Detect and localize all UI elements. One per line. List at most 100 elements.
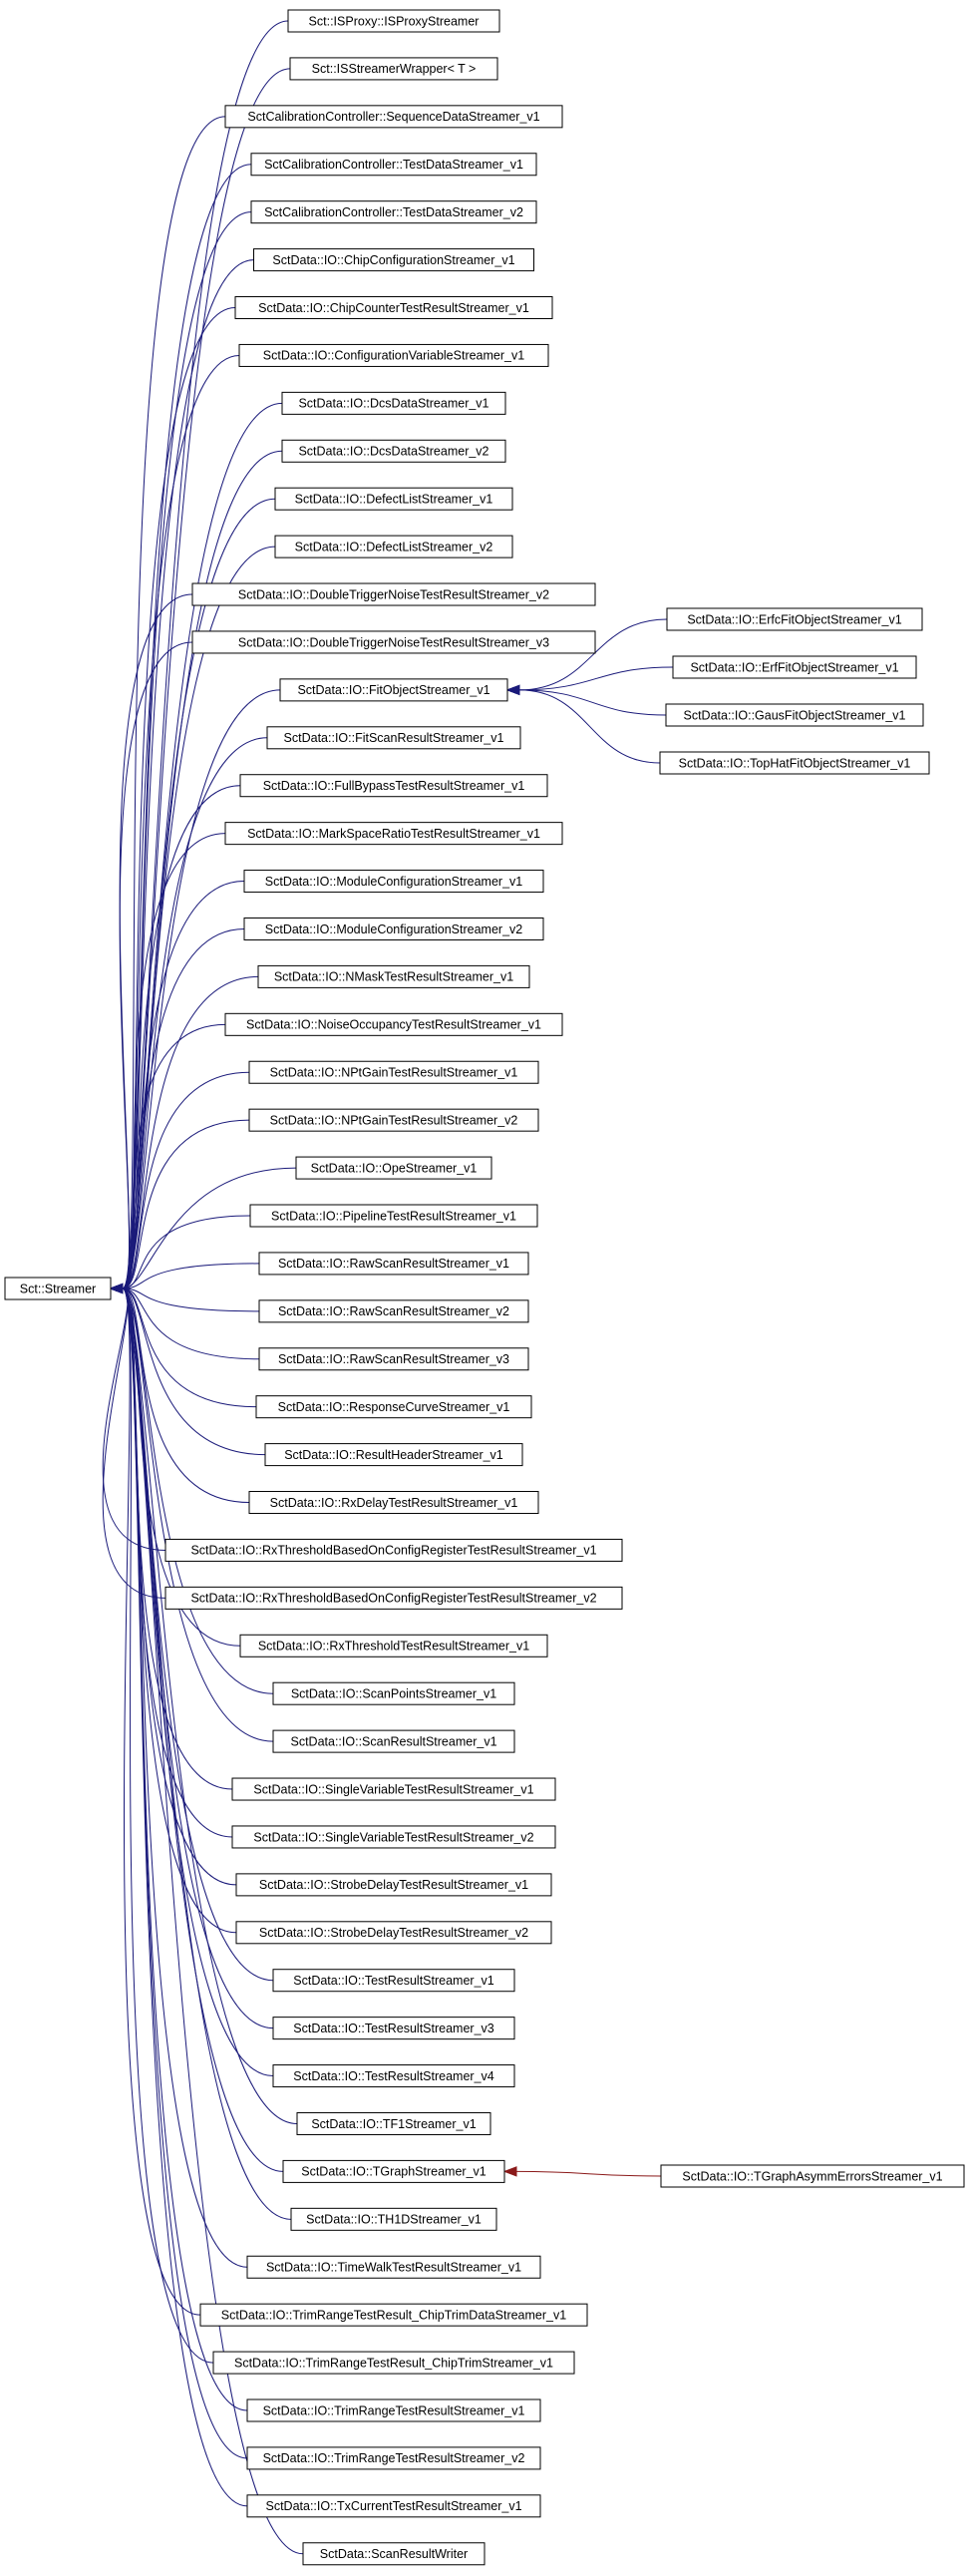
class-node[interactable]: SctData::IO::NoiseOccupancyTestResultStr… [224,1012,563,1036]
class-node[interactable]: SctData::IO::TestResultStreamer_v4 [272,2064,515,2088]
class-box [665,703,924,727]
class-node[interactable]: SctData::IO::ResultHeaderStreamer_v1 [264,1443,523,1467]
class-node[interactable]: SctData::IO::ConfigurationVariableStream… [238,343,549,367]
class-label: SctData::IO::RawScanResultStreamer_v2 [278,1304,509,1318]
class-box [295,1156,492,1180]
class-box [235,1873,552,1897]
class-label: SctData::IO::SingleVariableTestResultStr… [253,1782,533,1796]
class-label: SctData::IO::RxThresholdBasedOnConfigReg… [190,1592,596,1606]
class-node[interactable]: SctData::IO::NPtGainTestResultStreamer_v… [248,1060,539,1084]
inheritance-edge [122,1288,248,2268]
class-node[interactable]: SctData::IO::FullBypassTestResultStreame… [239,774,548,798]
class-node[interactable]: SctData::IO::OpeStreamer_v1 [295,1156,492,1180]
class-label: SctData::IO::ChipCounterTestResultStream… [258,301,529,315]
class-node[interactable]: SctData::IO::RawScanResultStreamer_v1 [258,1252,529,1276]
class-node[interactable]: SctData::IO::ChipCounterTestResultStream… [234,296,553,320]
class-node[interactable]: SctData::IO::DefectListStreamer_v2 [274,535,513,558]
class-label: SctData::IO::MarkSpaceRatioTestResultStr… [247,827,540,841]
class-node[interactable]: SctData::IO::ChipConfigurationStreamer_v… [253,248,534,272]
class-node[interactable]: SctData::IO::TxCurrentTestResultStreamer… [246,2494,541,2518]
class-node[interactable]: SctData::IO::RawScanResultStreamer_v2 [258,1299,529,1323]
class-node[interactable]: SctData::IO::TestResultStreamer_v1 [272,1969,515,1993]
class-node[interactable]: SctData::IO::TGraphStreamer_v1 [282,2159,505,2183]
class-node[interactable]: SctData::IO::ModuleConfigurationStreamer… [243,870,544,894]
class-label: SctData::IO::OpeStreamer_v1 [311,1161,478,1175]
class-node[interactable]: SctData::IO::TrimRangeTestResultStreamer… [246,2398,541,2422]
class-node[interactable]: SctData::IO::ModuleConfigurationStreamer… [243,917,544,940]
class-label: SctData::IO::TrimRangeTestResultStreamer… [263,2403,525,2417]
class-node[interactable]: SctData::IO::SingleVariableTestResultStr… [231,1777,556,1801]
class-label: SctData::IO::RxThresholdBasedOnConfigReg… [190,1544,596,1558]
class-node[interactable]: SctData::IO::DcsDataStreamer_v2 [281,439,506,463]
class-node[interactable]: SctData::IO::PipelineTestResultStreamer_… [249,1204,538,1228]
inheritance-edge [122,1263,260,1289]
class-node[interactable]: SctData::IO::RxThresholdBasedOnConfigReg… [164,1586,623,1610]
class-label: SctData::IO::TestResultStreamer_v1 [293,1974,494,1988]
class-node[interactable]: SctData::IO::GausFitObjectStreamer_v1 [665,703,924,727]
class-box [272,2017,515,2040]
inheritance-edge [122,1288,298,2124]
class-node[interactable]: SctData::IO::TrimRangeTestResult_ChipTri… [199,2303,588,2327]
class-node[interactable]: SctData::IO::MarkSpaceRatioTestResultStr… [224,822,563,846]
class-node[interactable]: SctData::IO::DoubleTriggerNoiseTestResul… [191,630,596,654]
class-node[interactable]: SctData::IO::StrobeDelayTestResultStream… [235,1921,552,1945]
class-node[interactable]: SctData::IO::DefectListStreamer_v1 [274,487,513,511]
class-node[interactable]: SctData::IO::RxDelayTestResultStreamer_v… [248,1491,539,1515]
class-box [666,607,923,631]
class-box [257,964,530,988]
class-node[interactable]: SctData::ScanResultWriter [302,2542,486,2566]
class-node[interactable]: SctData::IO::TopHatFitObjectStreamer_v1 [659,751,930,775]
class-label: SctData::IO::DoubleTriggerNoiseTestResul… [238,635,549,649]
class-box [164,1586,623,1610]
class-node[interactable]: SctData::IO::ErfcFitObjectStreamer_v1 [666,607,923,631]
class-box [246,2494,541,2518]
class-box [243,917,544,940]
class-node[interactable]: SctData::IO::ResponseCurveStreamer_v1 [255,1395,532,1419]
edges-layer [102,20,674,2555]
class-node[interactable]: SctData::IO::DoubleTriggerNoiseTestResul… [191,582,596,606]
class-node[interactable]: Sct::ISProxy::ISProxyStreamer [287,9,500,33]
class-node[interactable]: SctData::IO::RxThresholdBasedOnConfigReg… [164,1538,623,1562]
class-node[interactable]: SctData::IO::TrimRangeTestResult_ChipTri… [212,2351,575,2375]
class-label: SctData::ScanResultWriter [320,2547,468,2561]
class-label: SctData::IO::RawScanResultStreamer_v1 [278,1257,509,1271]
class-node[interactable]: SctData::IO::RawScanResultStreamer_v3 [258,1347,529,1371]
inheritance-edge [122,1023,226,1289]
class-node[interactable]: SctData::IO::ErfFitObjectStreamer_v1 [672,655,917,679]
class-node[interactable]: SctData::IO::TimeWalkTestResultStreamer_… [246,2255,541,2279]
class-box [258,1347,529,1371]
class-node[interactable]: SctData::IO::TrimRangeTestResultStreamer… [246,2446,541,2470]
class-box [281,391,506,415]
class-node[interactable]: SctCalibrationController::TestDataStream… [250,153,537,177]
class-label: SctData::IO::ErfcFitObjectStreamer_v1 [687,612,901,626]
class-label: SctData::IO::StrobeDelayTestResultStream… [259,1926,528,1940]
class-box [272,1729,515,1753]
class-label: SctData::IO::ConfigurationVariableStream… [263,349,524,363]
class-node[interactable]: SctCalibrationController::SequenceDataSt… [224,105,563,129]
class-node[interactable]: SctData::IO::TF1Streamer_v1 [296,2111,491,2135]
class-node[interactable]: SctData::IO::NMaskTestResultStreamer_v1 [257,964,530,988]
class-node[interactable]: SctData::IO::ScanResultStreamer_v1 [272,1729,515,1753]
class-node[interactable]: SctCalibrationController::TestDataStream… [250,200,537,224]
class-node[interactable]: SctData::IO::TGraphAsymmErrorsStreamer_v… [660,2164,965,2188]
class-node[interactable]: SctData::IO::FitScanResultStreamer_v1 [266,726,521,750]
class-label: SctData::IO::TestResultStreamer_v4 [293,2069,494,2083]
class-node[interactable]: SctData::IO::RxThresholdTestResultStream… [239,1634,548,1657]
class-node[interactable]: SctData::IO::FitObjectStreamer_v1 [279,678,508,702]
class-node[interactable]: SctData::IO::SingleVariableTestResultStr… [231,1825,556,1849]
class-box [672,655,917,679]
class-box [248,1491,539,1515]
inheritance-edge [518,689,661,764]
class-node[interactable]: SctData::IO::ScanPointsStreamer_v1 [272,1681,515,1705]
class-box [191,582,596,606]
class-node[interactable]: SctData::IO::StrobeDelayTestResultStream… [235,1873,552,1897]
class-box [279,678,508,702]
class-node[interactable]: SctData::IO::NPtGainTestResultStreamer_v… [248,1108,539,1132]
class-node[interactable]: Sct::ISStreamerWrapper< T > [289,57,498,81]
inheritance-edge [518,689,667,716]
class-node[interactable]: SctData::IO::DcsDataStreamer_v1 [281,391,506,415]
class-node[interactable]: SctData::IO::TestResultStreamer_v3 [272,2017,515,2040]
root-class-node[interactable]: Sct::Streamer [4,1277,112,1300]
class-node[interactable]: SctData::IO::TH1DStreamer_v1 [290,2207,497,2231]
